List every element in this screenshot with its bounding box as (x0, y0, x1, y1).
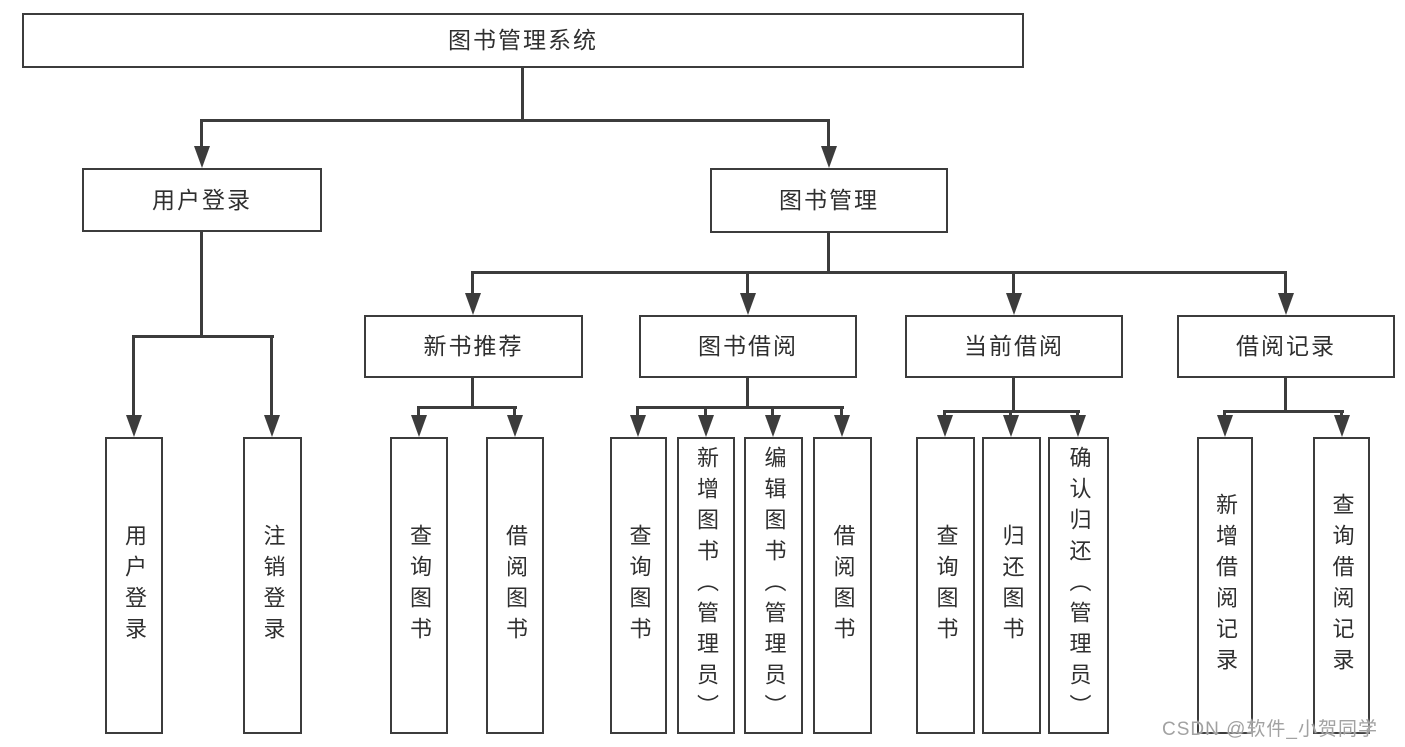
arrow-down-icon (1217, 415, 1233, 437)
connector-line (636, 406, 639, 415)
node-label: 查询图书 (626, 523, 652, 648)
node-label: 借阅图书 (503, 523, 528, 648)
arrow-down-icon (834, 415, 850, 437)
connector-line (471, 271, 1287, 274)
connector-line (200, 119, 203, 146)
leaf-edit-book-admin: 编辑图书（管理员） (744, 437, 803, 734)
connector-line (771, 406, 774, 415)
connector-line (513, 406, 516, 415)
leaf-search-borrow-record: 查询借阅记录 (1313, 437, 1370, 734)
connector-line (1012, 271, 1015, 293)
arrow-down-icon (630, 415, 646, 437)
arrow-down-icon (126, 415, 142, 437)
arrow-down-icon (465, 293, 481, 315)
connector-line (1223, 410, 1344, 413)
arrow-down-icon (507, 415, 523, 437)
arrow-down-icon (1006, 293, 1022, 315)
arrow-down-icon (1070, 415, 1086, 437)
connector-line (270, 335, 273, 415)
node-library-management-system: 图书管理系统 (22, 13, 1024, 68)
connector-line (1076, 410, 1079, 415)
arrow-down-icon (194, 146, 210, 168)
arrow-down-icon (411, 415, 427, 437)
leaf-add-book-admin: 新增图书（管理员） (677, 437, 735, 734)
connector-line (1284, 271, 1287, 293)
leaf-search-books-recommend: 查询图书 (390, 437, 448, 734)
node-new-book-recommend: 新书推荐 (364, 315, 583, 378)
connector-line (636, 406, 844, 409)
leaf-logout: 注销登录 (243, 437, 302, 734)
arrow-down-icon (698, 415, 714, 437)
connector-line (132, 335, 135, 415)
arrow-down-icon (937, 415, 953, 437)
connector-line (200, 119, 830, 122)
connector-line (1012, 378, 1015, 410)
connector-line (746, 378, 749, 406)
arrow-down-icon (765, 415, 781, 437)
leaf-confirm-return-admin: 确认归还（管理员） (1048, 437, 1109, 734)
arrow-down-icon (1003, 415, 1019, 437)
node-book-borrowing: 图书借阅 (639, 315, 857, 378)
connector-line (943, 410, 946, 415)
connector-line (746, 271, 749, 293)
node-label: 用户登录 (122, 523, 147, 648)
leaf-search-books-borrowing: 查询图书 (610, 437, 667, 734)
connector-line (840, 406, 843, 415)
node-user-login: 用户登录 (82, 168, 322, 232)
node-label: 图书借阅 (698, 333, 798, 359)
node-current-borrowing: 当前借阅 (905, 315, 1123, 378)
node-label: 借阅记录 (1236, 333, 1336, 359)
leaf-return-book: 归还图书 (982, 437, 1041, 734)
connector-line (471, 378, 474, 406)
node-label: 新增图书（管理员） (694, 446, 719, 725)
arrow-down-icon (821, 146, 837, 168)
node-label: 查询图书 (407, 523, 432, 648)
node-borrowing-records: 借阅记录 (1177, 315, 1395, 378)
arrow-down-icon (1334, 415, 1350, 437)
node-label: 图书管理 (779, 187, 879, 213)
connector-line (1284, 378, 1287, 410)
node-label: 新增借阅记录 (1213, 492, 1238, 679)
connector-line (1340, 410, 1343, 415)
arrow-down-icon (264, 415, 280, 437)
node-book-management: 图书管理 (710, 168, 948, 233)
connector-line (1009, 410, 1012, 415)
connector-line (417, 406, 517, 409)
connector-line (471, 271, 474, 293)
arrow-down-icon (740, 293, 756, 315)
node-label: 新书推荐 (423, 333, 524, 359)
node-label: 确认归还（管理员） (1066, 446, 1092, 725)
leaf-borrow-books-recommend: 借阅图书 (486, 437, 544, 734)
leaf-add-borrow-record: 新增借阅记录 (1197, 437, 1253, 734)
connector-line (521, 68, 524, 119)
watermark: CSDN @软件_小贺同学 (1162, 719, 1378, 740)
node-label: 归还图书 (999, 523, 1025, 648)
node-label: 用户登录 (152, 186, 252, 213)
leaf-search-books-current: 查询图书 (916, 437, 975, 734)
leaf-user-login: 用户登录 (105, 437, 163, 734)
node-label: 编辑图书（管理员） (761, 446, 787, 725)
connector-line (704, 406, 707, 415)
node-label: 当前借阅 (964, 333, 1064, 359)
connector-line (132, 335, 274, 338)
node-label: 图书管理系统 (448, 27, 598, 53)
connector-line (417, 406, 420, 415)
leaf-borrow-books-borrowing: 借阅图书 (813, 437, 872, 734)
connector-line (827, 233, 830, 271)
node-label: 注销登录 (260, 523, 286, 648)
connector-line (1223, 410, 1226, 415)
node-label: 借阅图书 (830, 523, 856, 648)
connector-line (827, 119, 830, 146)
node-label: 查询图书 (933, 523, 959, 648)
node-label: 查询借阅记录 (1329, 492, 1355, 679)
arrow-down-icon (1278, 293, 1294, 315)
connector-line (200, 232, 203, 335)
